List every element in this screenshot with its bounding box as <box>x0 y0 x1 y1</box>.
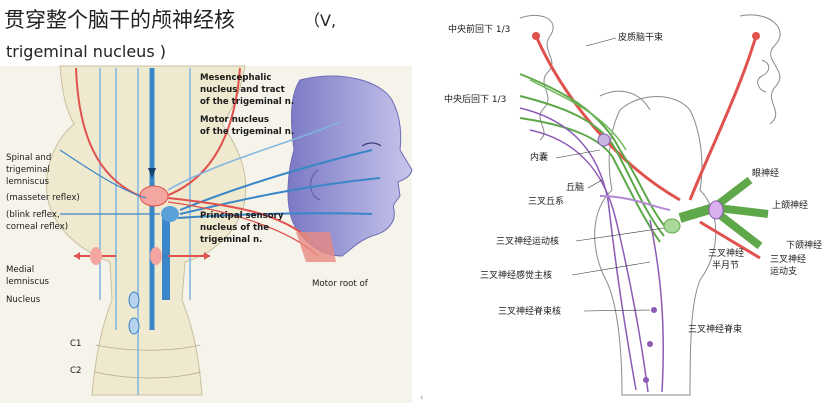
label-spinal-1: Spinal and <box>6 153 51 163</box>
label-motor-branch-2: 运动支 <box>770 265 797 277</box>
spinal-nucleus-lower <box>128 317 140 335</box>
label-c2: C2 <box>70 366 81 376</box>
mandibular-nerve <box>713 208 763 250</box>
masseter-muscle <box>296 232 336 262</box>
maxillary-nerve <box>717 204 769 218</box>
label-precentral: 中央前回下 1/3 <box>448 23 510 35</box>
trigeminal-fiber-4 <box>167 121 341 191</box>
label-medial-2: lemniscus <box>6 277 50 287</box>
label-internal-capsule: 内囊 <box>530 151 548 163</box>
green-fiber-3 <box>519 117 661 243</box>
sensory-nucleus-dot-1 <box>651 307 657 313</box>
left-red-nucleus <box>90 247 102 265</box>
label-ganglion-2: 半月节 <box>712 259 739 271</box>
motor-root-fiber <box>167 197 311 241</box>
label-principal-sensory: 三叉神经感觉主核 <box>480 269 552 281</box>
label-mesencephalic-2: nucleus and tract <box>200 85 285 95</box>
label-principal-2: nucleus of the <box>200 223 269 233</box>
figure-title-en: trigeminal nucleus ) <box>6 42 166 61</box>
leader-thalamus <box>587 179 603 189</box>
label-blink-2: corneal reflex) <box>6 222 68 232</box>
red-tract-left <box>75 67 141 197</box>
right-cortex-outline <box>739 14 781 125</box>
right-red-nucleus <box>150 247 162 265</box>
label-principal-1: Principal sensory <box>200 211 284 221</box>
trigeminal-fiber-2 <box>179 177 381 215</box>
figure-title-suffix: （V, <box>304 11 336 30</box>
green-fiber-4 <box>529 79 627 151</box>
motor-nucleus <box>139 185 169 207</box>
leader-corticobulbar <box>585 37 617 47</box>
label-motor-1: Motor nucleus <box>200 115 269 125</box>
precentral-dot <box>532 32 540 40</box>
label-spinal-tract: 三叉神经脊束 <box>688 323 742 335</box>
brainstem-body <box>46 65 247 396</box>
label-blink-1: (blink reflex, <box>6 210 60 220</box>
label-motor-2: of the trigeminal n. <box>200 127 294 137</box>
leader-internal-capsule <box>555 149 601 159</box>
ophthalmic-nerve <box>713 176 753 210</box>
right-pathway-diagram: 中央前回下 1/3 中央后回下 1/3 皮质脑干束 内囊 丘脑 三叉丘系 三叉神… <box>444 14 822 396</box>
green-fiber-2 <box>519 95 665 237</box>
label-mesencephalic-3: of the trigeminal n. <box>200 97 294 107</box>
mesencephalic-arrow <box>148 168 156 178</box>
label-mesencephalic-1: Mesencephalic <box>200 73 271 83</box>
figure-title-cn: 贯穿整个脑干的颅神经核 <box>4 8 235 32</box>
motor-nucleus-right <box>663 218 681 234</box>
trigeminal-fiber-3 <box>177 212 373 219</box>
corticobulbar-right <box>688 35 758 201</box>
leader-motor-nucleus <box>575 227 665 242</box>
label-masseter: (masseter reflex) <box>6 193 80 203</box>
face-profile <box>287 75 413 257</box>
principal-sensory-nucleus <box>161 206 179 222</box>
label-spinal-3: lemniscus <box>6 177 50 187</box>
footer-mark: ‹ <box>420 393 424 403</box>
right-precentral-dot <box>752 32 760 40</box>
purple-lemniscus-3 <box>649 219 665 393</box>
label-mandibular: 下颌神经 <box>786 239 822 251</box>
right-red-arrowhead <box>204 252 210 260</box>
trigeminal-lemniscus <box>599 195 671 211</box>
label-c1: C1 <box>70 339 81 349</box>
right-cortex-squiggle <box>757 59 770 93</box>
green-fiber-1 <box>519 73 669 231</box>
face-eye <box>361 142 382 147</box>
leader-principal-sensory <box>571 261 651 276</box>
label-nucleus: Nucleus <box>6 295 41 305</box>
cervical-segment-line-1 <box>95 344 201 351</box>
label-thalamus: 丘脑 <box>566 181 584 193</box>
thalamus-nucleus <box>597 133 611 147</box>
trigeminal-ganglion <box>708 200 724 220</box>
spinal-nucleus-upper <box>128 291 140 309</box>
sensory-nucleus-dot-2 <box>647 341 653 347</box>
motor-branch <box>699 220 761 260</box>
leader-spinal-nucleus <box>583 309 651 312</box>
label-ophthalmic: 眼神经 <box>752 167 779 179</box>
label-postcentral: 中央后回下 1/3 <box>444 93 506 105</box>
red-tract-right <box>165 67 241 197</box>
label-spinal-nucleus: 三叉神经脊束核 <box>498 305 561 317</box>
label-motor-nucleus: 三叉神经运动核 <box>496 235 559 247</box>
left-cortex-outline <box>519 14 554 141</box>
label-spinal-2: trigeminal <box>6 165 50 175</box>
label-motor-branch-1: 三叉神经 <box>770 253 806 265</box>
label-ganglion-1: 三叉神经 <box>708 247 744 259</box>
thalamus-outline <box>599 90 651 111</box>
label-maxillary: 上颌神经 <box>772 199 808 211</box>
purple-lemniscus-1 <box>519 107 637 391</box>
cervical-segment-line-2 <box>94 371 202 379</box>
face-ear <box>310 169 321 201</box>
medial-lemniscus-arrowhead <box>74 252 80 260</box>
label-principal-3: trigeminal n. <box>200 235 262 245</box>
left-cortical-fiber <box>59 149 147 199</box>
purple-lemniscus-2 <box>529 129 649 393</box>
label-medial-1: Medial <box>6 265 34 275</box>
left-brainstem-diagram: Mesencephalic nucleus and tract of the t… <box>0 65 413 403</box>
label-trigeminal-lemniscus: 三叉丘系 <box>528 196 564 207</box>
label-corticobulbar: 皮质脑干束 <box>618 31 663 43</box>
label-motor-root: Motor root of <box>312 279 369 289</box>
sensory-nucleus-dot-3 <box>643 377 649 383</box>
